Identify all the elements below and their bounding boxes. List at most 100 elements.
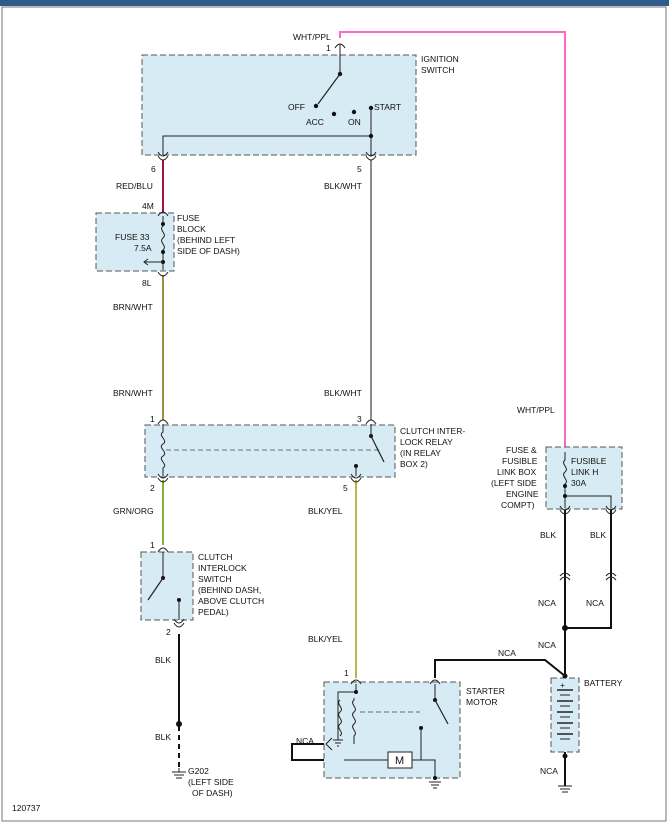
wire-label-nca-mid: NCA — [538, 640, 556, 650]
connector-fl-right — [605, 505, 617, 515]
wire-wht-ppl — [339, 31, 566, 462]
wire-nca-starter-side — [291, 743, 338, 761]
ignition-pos-off: OFF — [288, 102, 305, 112]
splice-nca — [562, 625, 568, 631]
wire-nca-starter-battery — [434, 659, 566, 678]
wire-label-nca-right: NCA — [586, 598, 604, 608]
wire-label-red-blu: RED/BLU — [116, 181, 153, 191]
top-bar — [0, 0, 669, 6]
relay-pin-2: 2 — [150, 483, 155, 493]
connector-nca-right — [605, 572, 617, 581]
fuse-block-label-1: FUSE — [177, 213, 200, 223]
clutch-label-1: CLUTCH — [198, 552, 232, 562]
starter-ground-icon — [429, 781, 441, 789]
fl-left-label-4: (LEFT SIDE — [491, 478, 537, 488]
clutch-label-5: ABOVE CLUTCH — [198, 596, 264, 606]
starter-ground-dot — [433, 776, 437, 780]
fusible-link-dot — [563, 484, 567, 488]
connector-nca-left — [559, 572, 571, 581]
fuse-dot-bottom — [161, 250, 165, 254]
connector-starter-nca — [325, 737, 333, 751]
fuse-tap-arrow — [143, 258, 163, 266]
fusible-link-bus — [565, 495, 612, 508]
wire-label-blk-wht-1: BLK/WHT — [324, 181, 362, 191]
wire-label-nca-left: NCA — [538, 598, 556, 608]
fuse-pin-8l: 8L — [142, 278, 152, 288]
battery-label: BATTERY — [584, 678, 623, 688]
starter-junction — [354, 690, 358, 694]
fuse-block-box[interactable] — [95, 212, 175, 272]
ground-label-1: G202 — [188, 766, 209, 776]
starter-label-1: STARTER — [466, 686, 505, 696]
connector-ign-1 — [334, 43, 346, 49]
splice-blk — [176, 721, 182, 727]
ground-label-3: OF DASH) — [192, 788, 233, 798]
diagram-id: 120737 — [12, 803, 41, 813]
connector-ign-6 — [157, 151, 169, 161]
starter-motor-letter: M — [395, 755, 404, 767]
relay-coil — [160, 424, 166, 476]
relay-label-1: CLUTCH INTER- — [400, 426, 465, 436]
wire-label-blk-fl-right: BLK — [590, 530, 606, 540]
fuse-block-label-4: SIDE OF DASH) — [177, 246, 240, 256]
clutch-label-6: PEDAL) — [198, 607, 229, 617]
connector-relay-2 — [157, 473, 169, 483]
fuse-dot-top — [161, 222, 165, 226]
relay-pin-3: 3 — [357, 414, 362, 424]
relay-label-2: LOCK RELAY — [400, 437, 453, 447]
diagram-border — [1, 6, 667, 822]
relay-box[interactable] — [144, 424, 396, 478]
wire-label-nca-battery: NCA — [540, 766, 558, 776]
clutch-label-2: INTERLOCK — [198, 563, 247, 573]
wire-label-nca-top: NCA — [498, 648, 516, 658]
starter-motor-ground — [412, 759, 436, 778]
ignition-switch-box[interactable] — [141, 54, 417, 156]
battery-pos-dot — [562, 673, 568, 679]
connector-starter-1 — [350, 679, 362, 685]
relay-label-3: (IN RELAY — [400, 448, 441, 458]
fl-left-label-5: ENGINE — [506, 489, 539, 499]
fuse-block-label-2: BLOCK — [177, 224, 206, 234]
connector-clutch-2 — [173, 618, 185, 628]
wire-blk-fl-right — [565, 510, 612, 629]
fusible-link-box[interactable] — [545, 446, 623, 510]
wire-label-blk-yel-2: BLK/YEL — [308, 634, 343, 644]
clutch-switch-blade — [147, 577, 164, 601]
starter-coil-ground-icon — [333, 739, 343, 747]
clutch-switch-box[interactable] — [140, 551, 194, 621]
connector-relay-3 — [365, 419, 377, 425]
relay-pin-1: 1 — [150, 414, 155, 424]
ignition-switch-blade — [317, 73, 341, 105]
ignition-contact-acc — [331, 111, 337, 117]
wire-label-blk-fl-left: BLK — [540, 530, 556, 540]
fuse-rating: 7.5A — [134, 243, 152, 253]
wire-label-blk-yel-1: BLK/YEL — [308, 506, 343, 516]
fuse-block-label-3: (BEHIND LEFT — [177, 235, 235, 245]
ignition-pin-6: 6 — [151, 164, 156, 174]
starter-switch-blade — [434, 699, 449, 725]
fl-left-label-2: FUSIBLE — [502, 456, 538, 466]
starter-internal-wire — [337, 684, 357, 740]
wire-label-grn-org: GRN/ORG — [113, 506, 154, 516]
starter-label-2: MOTOR — [466, 697, 497, 707]
fl-left-label-3: LINK BOX — [497, 467, 537, 477]
connector-fuse-4m — [157, 211, 169, 217]
connector-ign-5 — [365, 151, 377, 161]
starter-pin-1: 1 — [344, 668, 349, 678]
connector-fuse-8l — [157, 271, 169, 277]
battery-box[interactable] — [550, 677, 580, 753]
ignition-label-1: IGNITION — [421, 54, 459, 64]
fuse-pin-4m: 4M — [142, 201, 154, 211]
connector-starter-battery — [429, 679, 441, 685]
wire-label-brn-wht-1: BRN/WHT — [113, 302, 153, 312]
clutch-label-4: (BEHIND DASH, — [198, 585, 261, 595]
fusible-link-bus-dot — [563, 494, 567, 498]
ignition-label-2: SWITCH — [421, 65, 455, 75]
fl-left-label-1: FUSE & — [506, 445, 537, 455]
fuse-symbol — [161, 216, 165, 270]
ignition-contact-on — [351, 109, 357, 115]
fl-inner-label-1: FUSIBLE — [571, 456, 607, 466]
wire-label-brn-wht-2: BRN/WHT — [113, 388, 153, 398]
fl-inner-label-3: 30A — [571, 478, 586, 488]
clutch-pin-2: 2 — [166, 627, 171, 637]
